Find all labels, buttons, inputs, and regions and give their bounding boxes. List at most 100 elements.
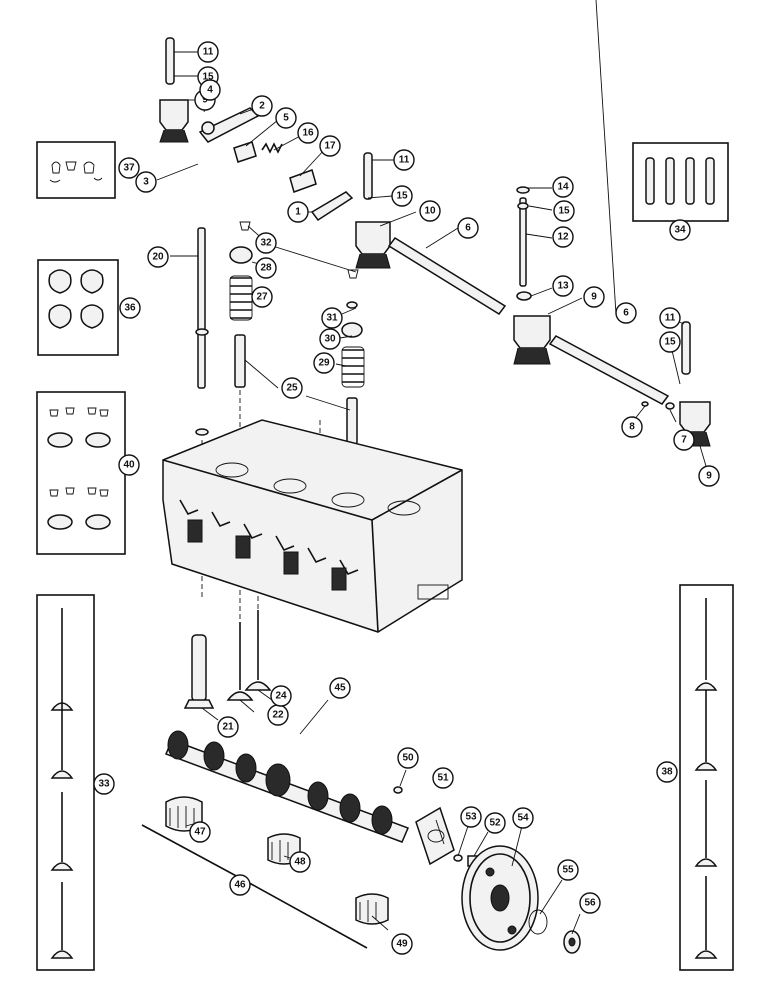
callout-11: 11 — [659, 307, 681, 329]
callout-number: 40 — [123, 460, 135, 471]
callout-number: 38 — [661, 767, 673, 778]
rocker-shaft-6a — [387, 237, 507, 315]
callout-number: 9 — [706, 471, 712, 482]
washer-56 — [563, 930, 581, 954]
callout-3: 3 — [135, 171, 157, 193]
kit-box-38 — [679, 584, 734, 971]
rocker-support-10 — [355, 221, 391, 269]
callout-number: 6 — [623, 308, 629, 319]
callout-47: 47 — [189, 821, 211, 843]
callout-circle — [319, 135, 341, 157]
bushing-bracket-46 — [141, 824, 368, 949]
callout-circle — [313, 352, 335, 374]
callout-number: 53 — [465, 812, 477, 823]
callout-number: 46 — [234, 880, 246, 891]
spacer-5 — [233, 141, 257, 163]
callout-number: 20 — [152, 252, 164, 263]
callout-circle — [393, 149, 415, 171]
leader-lines — [156, 0, 707, 935]
callout-51: 51 — [432, 767, 454, 789]
callout-circle — [669, 219, 691, 241]
callout-number: 52 — [489, 818, 501, 829]
callout-number: 47 — [194, 827, 206, 838]
callout-number: 24 — [275, 691, 287, 702]
callout-circle — [329, 677, 351, 699]
callout-52: 52 — [484, 812, 506, 834]
callout-number: 4 — [207, 85, 213, 96]
callout-circle — [552, 275, 574, 297]
callout-27: 27 — [251, 286, 273, 308]
callout-number: 48 — [294, 857, 306, 868]
callout-circle — [275, 107, 297, 129]
callout-circle — [579, 892, 601, 914]
seal-31 — [346, 301, 358, 309]
callout-circle — [552, 226, 574, 248]
callout-circle — [557, 859, 579, 881]
callout-circle — [583, 286, 605, 308]
callout-11: 11 — [197, 41, 219, 63]
callout-circle — [659, 331, 681, 353]
valve-spring-29 — [341, 346, 365, 388]
stud-12 — [516, 186, 530, 287]
rocker-support-9b — [513, 315, 551, 365]
plug-7-8 — [641, 401, 675, 410]
cam-gear-54 — [461, 845, 539, 951]
callout-8: 8 — [621, 416, 643, 438]
callout-15: 15 — [659, 331, 681, 353]
callout-circle — [289, 851, 311, 873]
kit-box-37 — [36, 141, 116, 199]
callout-48: 48 — [289, 851, 311, 873]
callout-number: 15 — [558, 206, 570, 217]
callout-2: 2 — [251, 95, 273, 117]
kit-box-40 — [36, 391, 126, 555]
callout-25: 25 — [281, 377, 303, 399]
pin-50 — [393, 786, 403, 794]
callout-4: 4 — [199, 79, 221, 101]
callout-circle — [251, 286, 273, 308]
callout-circle — [217, 716, 239, 738]
push-rod-20 — [195, 227, 209, 436]
callout-circle — [621, 416, 643, 438]
callout-21: 21 — [217, 716, 239, 738]
callout-14: 14 — [552, 176, 574, 198]
callout-circle — [135, 171, 157, 193]
callout-34: 34 — [669, 219, 691, 241]
callout-30: 30 — [319, 328, 341, 350]
callout-number: 10 — [424, 206, 436, 217]
spring-retainer-28 — [229, 246, 253, 264]
callout-circle — [432, 767, 454, 789]
callout-circle — [656, 761, 678, 783]
washer-55 — [528, 909, 548, 935]
callout-circle — [391, 185, 413, 207]
callout-circle — [119, 297, 141, 319]
callout-number: 25 — [286, 383, 298, 394]
callout-circle — [460, 806, 482, 828]
callout-circle — [698, 465, 720, 487]
callout-number: 7 — [681, 435, 687, 446]
callout-number: 30 — [324, 334, 336, 345]
callout-circle — [512, 807, 534, 829]
callout-number: 32 — [260, 238, 272, 249]
valve-21-22-24 — [183, 610, 272, 709]
callout-number: 36 — [124, 303, 136, 314]
callout-37: 37 — [118, 157, 140, 179]
callout-number: 21 — [222, 722, 234, 733]
callout-10: 10 — [419, 200, 441, 222]
camshaft-45 — [165, 730, 409, 843]
callout-number: 29 — [318, 358, 330, 369]
thrust-plate-51 — [415, 806, 455, 866]
callout-circle — [659, 307, 681, 329]
callout-1: 1 — [287, 201, 309, 223]
spring-16 — [261, 142, 283, 154]
callout-number: 15 — [396, 191, 408, 202]
callout-54: 54 — [512, 807, 534, 829]
callout-53: 53 — [460, 806, 482, 828]
callout-15: 15 — [553, 200, 575, 222]
callout-circle — [229, 874, 251, 896]
callout-number: 11 — [399, 155, 410, 166]
callout-9: 9 — [583, 286, 605, 308]
kit-box-36 — [37, 259, 119, 356]
callout-50: 50 — [397, 747, 419, 769]
callout-circle — [118, 454, 140, 476]
